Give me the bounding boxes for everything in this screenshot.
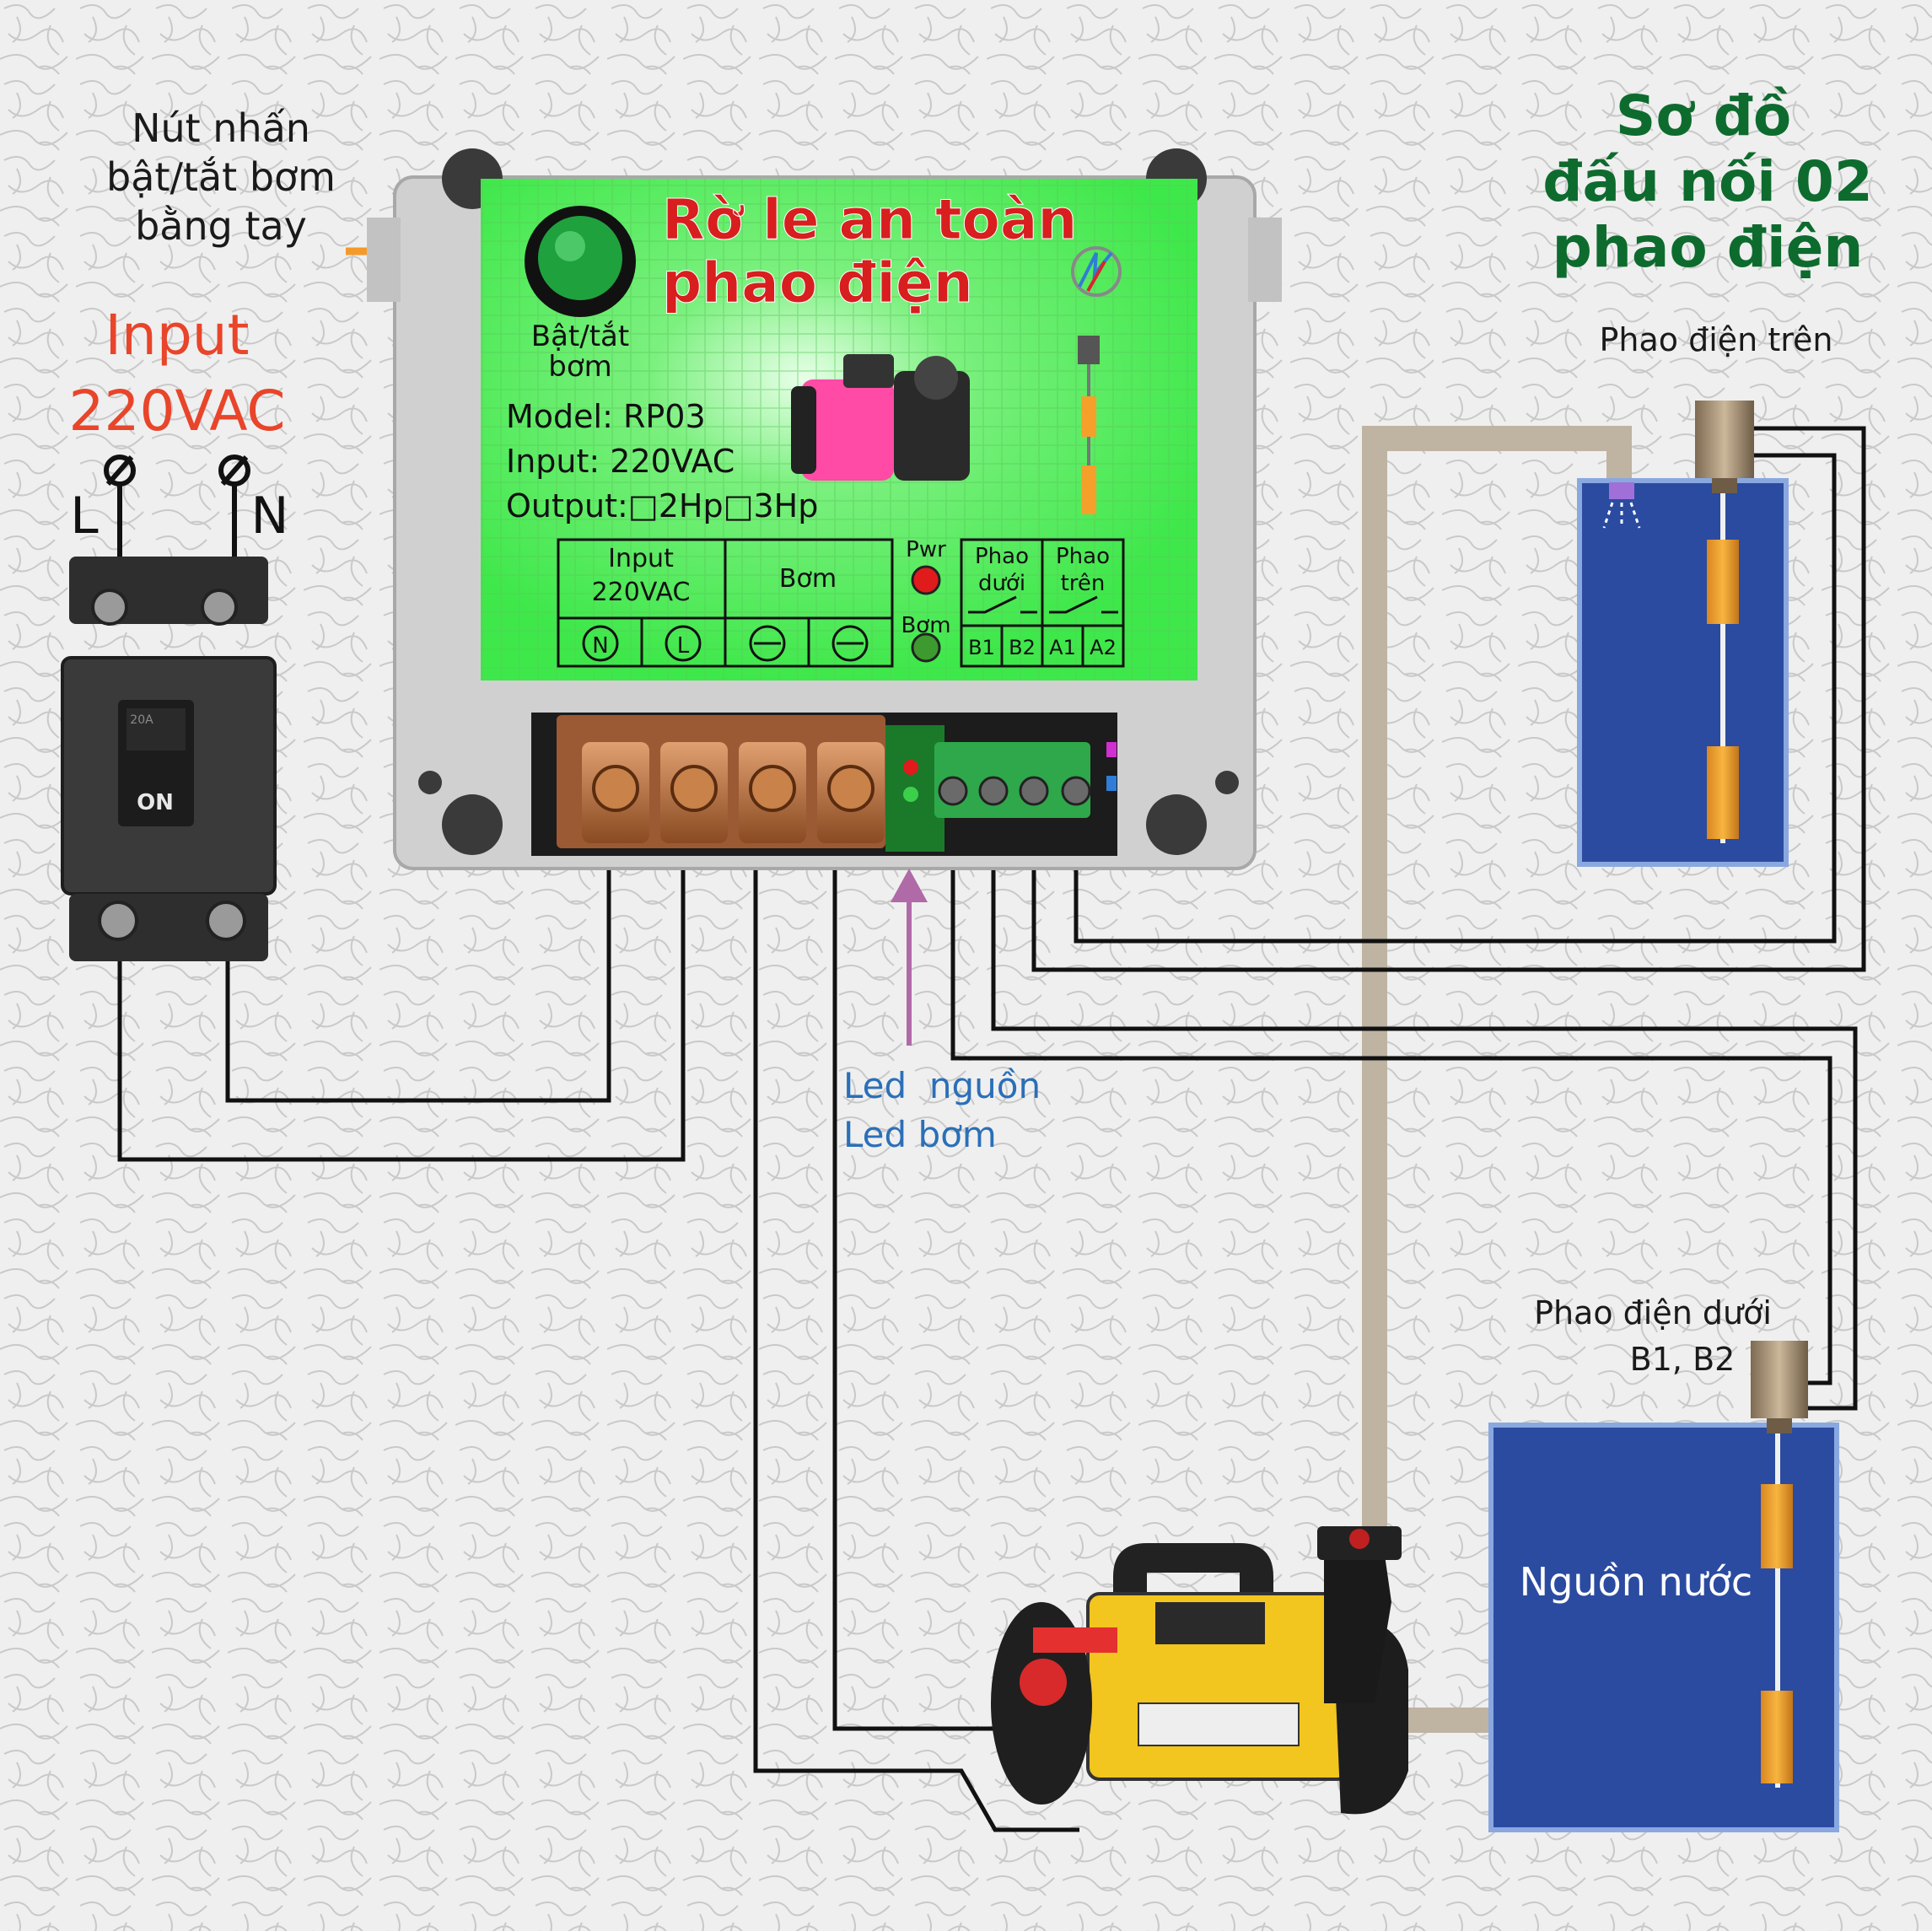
breaker-input-screw-icon: [104, 455, 250, 487]
button-note-line-3: bằng tay: [135, 203, 307, 249]
device-output: Output:□2Hp□3Hp: [506, 487, 818, 524]
table-input-line-2: 220VAC: [592, 578, 691, 607]
power-led-icon: [911, 565, 941, 595]
led-note-arrow: [891, 869, 928, 1046]
terminal-n-label: N: [592, 633, 608, 659]
float-table: [960, 538, 1125, 668]
breaker-terminal-n-label: N: [251, 487, 289, 546]
breaker-rating-label: 20A: [130, 713, 153, 727]
button-label-line-2: bơm: [548, 350, 612, 384]
float-terminal-b1: B1: [968, 636, 995, 659]
device-title-line-2: phao điện: [662, 250, 973, 315]
terminal-table: [557, 538, 894, 668]
lower-float-label-line-1: Phao điện dưới: [1534, 1294, 1772, 1331]
diagram-title-line-1: Sơ đồ: [1616, 83, 1791, 148]
terminal-l-label: L: [677, 633, 690, 659]
breaker-switch-label: ON: [137, 790, 174, 815]
lower-float-label-line-2: B1, B2: [1630, 1341, 1736, 1378]
float-terminal-a2: A2: [1090, 636, 1117, 659]
circuit-breaker: L N 20A ON: [61, 455, 289, 961]
terminal-l-symbol: L: [665, 625, 702, 662]
upper-float-label: Phao điện trên: [1600, 321, 1833, 358]
button-note-line-1: Nút nhấn: [132, 105, 310, 151]
float-upper-line-1: Phao: [1056, 544, 1110, 569]
panel-float-switch-icon: [1078, 336, 1100, 514]
led-note-line-1: Led nguồn: [843, 1065, 1041, 1106]
water-source-tank: [1488, 1341, 1839, 1832]
upper-tank: [1577, 401, 1789, 867]
table-input-line-1: Input: [608, 544, 674, 573]
float-terminal-b2: B2: [1009, 636, 1036, 659]
power-terminal-block: [582, 742, 885, 843]
wiring: [117, 426, 1866, 1832]
button-label-line-1: Bật/tắt: [531, 320, 629, 353]
input-label-line-2: 220VAC: [69, 379, 286, 444]
pump-picture-icon: [791, 354, 970, 481]
float-contact-symbol-icon: [968, 595, 1118, 614]
float-terminal-a1: A1: [1049, 636, 1076, 659]
pump-icon: [991, 1526, 1408, 1815]
water-source-label: Nguồn nước: [1520, 1559, 1752, 1605]
pump-terminal-minus-icon: [749, 625, 869, 662]
led-pwr-label: Pwr: [906, 537, 946, 562]
water-pipe: [1362, 426, 1632, 1733]
led-note-line-2: Led bơm: [843, 1114, 997, 1155]
device-title-line-1: Rờ le an toàn: [662, 187, 1077, 252]
device-model: Model: RP03: [506, 398, 706, 435]
breaker-terminal-l-label: L: [70, 487, 99, 546]
relay-controller: Bật/tắt bơm Rờ le an toàn phao điện Mode…: [367, 148, 1282, 870]
terminal-n-symbol: N: [582, 625, 619, 662]
table-pump-label: Bơm: [779, 564, 837, 594]
float-lower-line-2: dưới: [978, 571, 1025, 596]
input-label-line-1: Input: [105, 303, 250, 368]
pump-toggle-button[interactable]: [525, 206, 636, 317]
diagram-title-line-3: phao điện: [1553, 215, 1864, 280]
float-lower-line-1: Phao: [975, 544, 1029, 569]
diagram-title-line-2: đấu nối 02: [1542, 149, 1873, 214]
logo-lightning-icon: [1071, 246, 1122, 297]
button-note-line-2: bật/tắt bơm: [106, 154, 336, 200]
pump-led-icon: [911, 632, 941, 663]
float-upper-line-2: trên: [1061, 571, 1106, 596]
device-input: Input: 220VAC: [506, 443, 735, 480]
float-terminal-block: [934, 742, 1091, 818]
